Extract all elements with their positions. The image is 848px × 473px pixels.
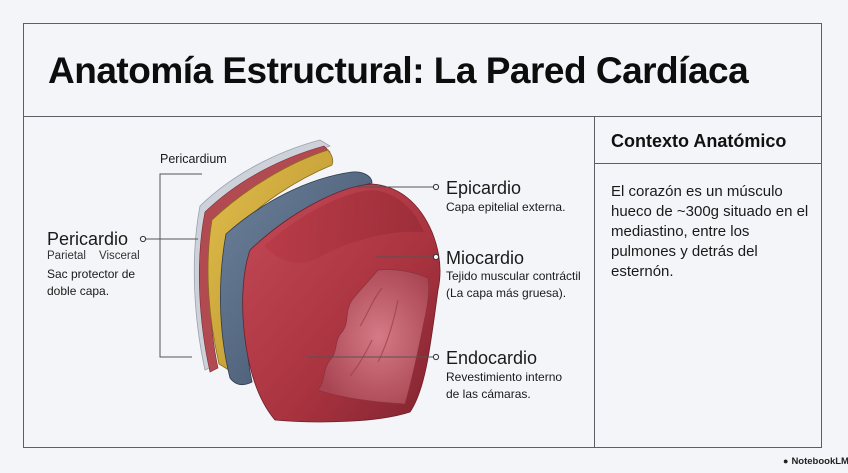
endocardio-marker: [433, 354, 438, 359]
notebooklm-logo-icon: ●: [783, 456, 788, 466]
pericardio-desc-line2: doble capa.: [47, 283, 109, 300]
miocardio-marker: [433, 254, 438, 259]
brand-label: NotebookLM: [791, 456, 848, 467]
endocardio-label: Endocardio: [446, 348, 537, 369]
epicardio-desc-line1: Capa epitelial externa.: [446, 199, 565, 216]
miocardio-desc-line2: (La capa más gruesa).: [446, 285, 566, 302]
pericardio-marker: [140, 236, 145, 241]
pericardio-label: Pericardio: [47, 229, 128, 250]
miocardio-label: Miocardio: [446, 248, 524, 269]
endocardio-desc-line2: de las cámaras.: [446, 386, 531, 403]
miocardio-desc-line1: Tejido muscular contráctil: [446, 268, 581, 285]
epicardio-marker: [433, 184, 438, 189]
pericardium-top-label: Pericardium: [160, 151, 227, 167]
endocardio-desc-line1: Revestimiento interno: [446, 369, 562, 386]
brand-watermark: ●NotebookLM: [783, 456, 848, 467]
pericardio-sub-parietal: Parietal: [47, 248, 86, 264]
epicardio-label: Epicardio: [446, 178, 521, 199]
pericardio-desc-line1: Sac protector de: [47, 266, 135, 283]
pericardio-sub-visceral: Visceral: [99, 248, 140, 264]
